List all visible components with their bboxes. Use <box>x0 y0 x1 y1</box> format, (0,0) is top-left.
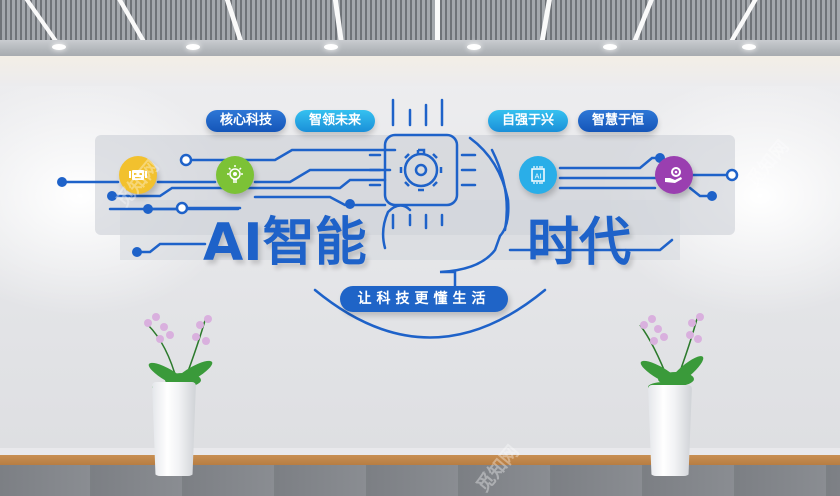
floor <box>0 465 840 496</box>
ai-chip-icon: AI <box>519 156 557 194</box>
downlight <box>603 44 617 50</box>
lightbulb-gear-icon <box>216 156 254 194</box>
orchid-plant-left <box>144 313 213 392</box>
baseboard <box>0 455 840 465</box>
tag-pill: 核心科技 <box>206 110 287 132</box>
ai-chip-label: AI <box>535 173 542 181</box>
downlight <box>324 44 338 50</box>
ceiling-light-strip <box>435 0 440 44</box>
headline-right: 时代 <box>527 213 632 273</box>
headline-left: AI智能 <box>203 213 367 273</box>
tag-pill: 自强于兴 <box>488 110 569 132</box>
tag-pill: 智领未来 <box>295 110 376 132</box>
hand-gear-icon <box>655 156 693 194</box>
downlight <box>467 44 481 50</box>
downlight <box>742 44 756 50</box>
slogan-banner: 让科技更懂生活 <box>340 286 508 312</box>
downlight <box>186 44 200 50</box>
robot-icon <box>119 156 157 194</box>
ceiling-glow <box>0 56 840 86</box>
downlight <box>52 44 66 50</box>
tag-pill: 智慧于恒 <box>578 110 659 132</box>
white-vase-left <box>152 382 196 476</box>
white-vase-right <box>648 385 692 476</box>
ceiling-beam <box>0 40 840 56</box>
orchid-plant-right <box>639 313 704 392</box>
